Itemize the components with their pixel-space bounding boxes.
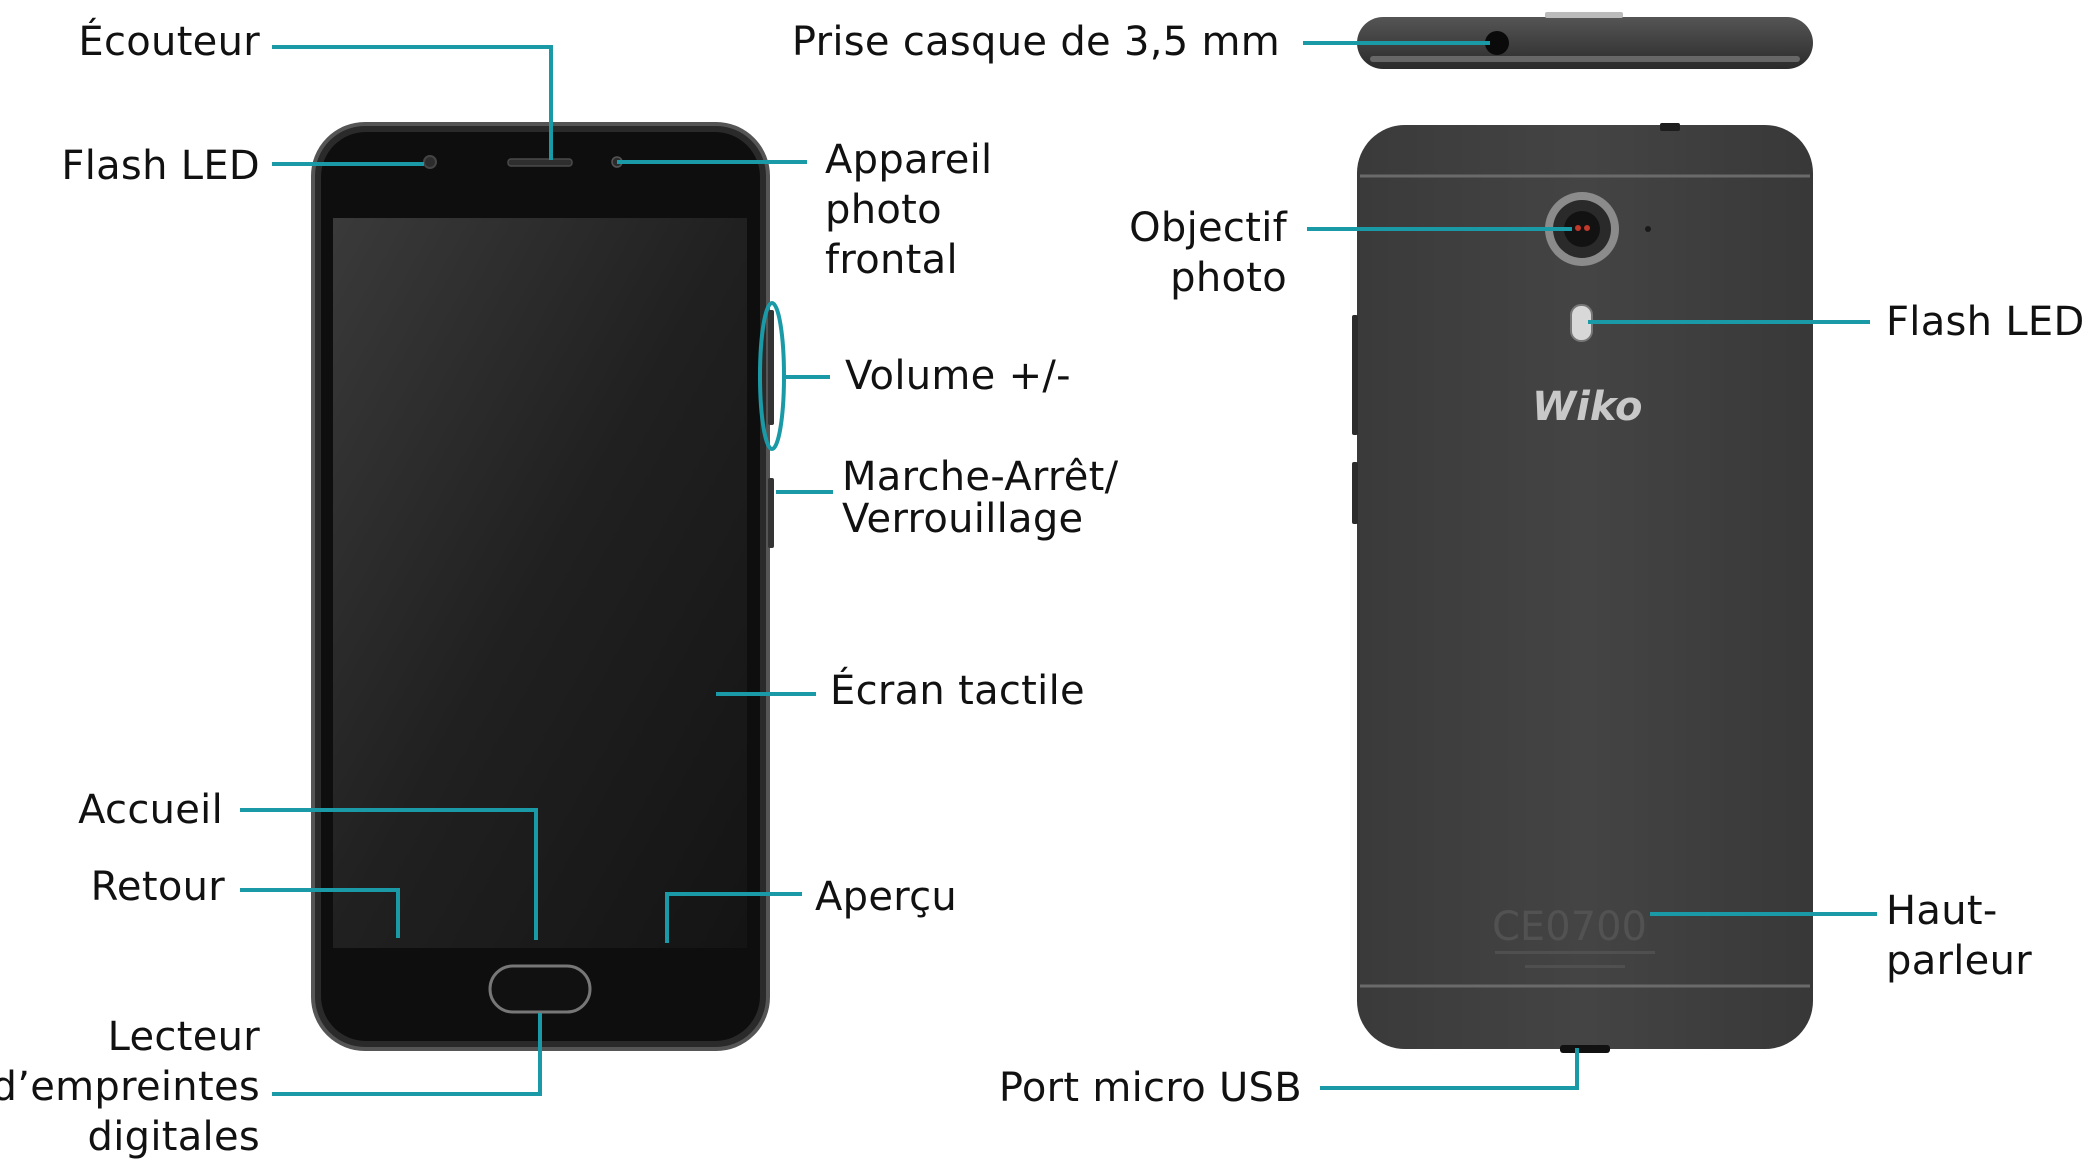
label-power-line2: Verrouillage <box>842 496 1084 542</box>
back-shell <box>1357 125 1813 1049</box>
label-front-camera-line2: photo <box>825 187 942 233</box>
leader-usb <box>1320 1048 1579 1090</box>
label-front-camera: Appareil photo frontal <box>825 135 992 285</box>
label-rear-flash: Flash LED <box>1886 299 2085 345</box>
label-back: Retour <box>90 864 225 910</box>
leader-fingerprint <box>272 1013 542 1096</box>
headphone-jack <box>1485 31 1509 55</box>
label-lens-line2: photo <box>1170 255 1287 301</box>
microphone-hole <box>1645 226 1651 232</box>
label-earpiece: Écouteur <box>78 19 260 65</box>
front-flash <box>423 155 437 169</box>
power-button[interactable] <box>768 478 774 548</box>
label-speaker: Haut- parleur <box>1886 886 2032 986</box>
leader-earpiece <box>272 45 553 160</box>
label-speaker-line1: Haut- <box>1886 888 1998 934</box>
label-power: Marche-Arrêt/ Verrouillage <box>842 456 1118 540</box>
certification-mark: CE0700 <box>1492 904 1647 950</box>
label-front-camera-line1: Appareil <box>825 137 993 183</box>
back-phone: Wiko CE0700 <box>1352 123 1813 1053</box>
label-fingerprint-line2: d’empreintes <box>0 1064 260 1110</box>
label-home: Accueil <box>78 787 223 833</box>
micro-usb-port <box>1560 1045 1610 1053</box>
label-volume: Volume +/- <box>845 353 1071 399</box>
label-micro-usb: Port micro USB <box>998 1065 1302 1111</box>
touchscreen[interactable] <box>333 218 747 948</box>
label-power-line1: Marche-Arrêt/ <box>842 454 1119 500</box>
label-headphone-jack: Prise casque de 3,5 mm <box>791 19 1280 65</box>
leader-back <box>240 888 400 938</box>
label-front-camera-line3: frontal <box>825 237 958 283</box>
label-touchscreen: Écran tactile <box>830 668 1085 714</box>
label-speaker-line2: parleur <box>1886 938 2032 984</box>
back-phone-top-edge <box>1357 12 1813 69</box>
label-lens: Objectif photo <box>1129 203 1287 303</box>
leader-recent <box>665 892 802 943</box>
volume-button[interactable] <box>768 310 774 425</box>
leader-home <box>240 808 538 940</box>
leader-lines <box>240 41 1877 1096</box>
fingerprint-sensor[interactable] <box>488 964 592 1014</box>
label-front-flash: Flash LED <box>61 143 260 189</box>
earpiece-grille <box>507 158 573 167</box>
main-camera-lens <box>1564 211 1600 247</box>
label-fingerprint-line1: Lecteur <box>107 1014 260 1060</box>
label-fingerprint-line3: digitales <box>87 1114 260 1160</box>
label-fingerprint: Lecteur d’empreintes digitales <box>0 1012 260 1162</box>
brand-logo: Wiko <box>1532 384 1643 430</box>
label-recent: Aperçu <box>815 874 958 920</box>
label-lens-line1: Objectif <box>1129 205 1287 251</box>
front-phone <box>311 122 774 1051</box>
